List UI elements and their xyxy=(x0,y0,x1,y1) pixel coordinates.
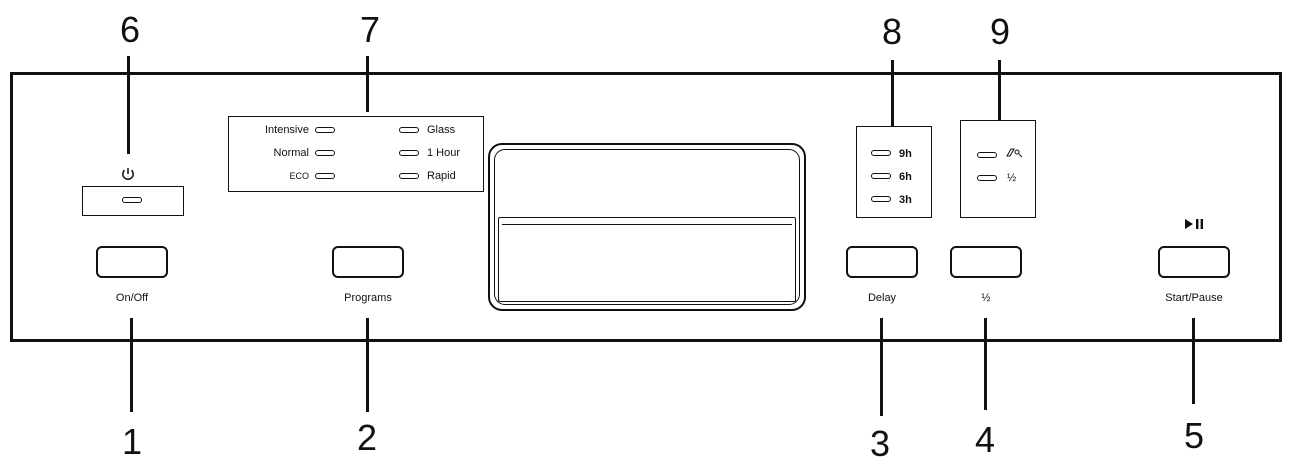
led-delay-6h xyxy=(871,173,891,179)
start-pause-button-label: Start/Pause xyxy=(1165,292,1223,304)
power-indicator-box xyxy=(82,186,184,216)
leader-1 xyxy=(130,318,133,412)
callout-4: 4 xyxy=(974,419,996,460)
leader-9 xyxy=(998,60,1001,120)
callout-2: 2 xyxy=(356,417,378,458)
led-rapid xyxy=(399,173,419,179)
led-intensive xyxy=(315,127,335,133)
callout-8: 8 xyxy=(881,11,903,52)
program-label-rapid: Rapid xyxy=(427,170,456,182)
program-label-normal: Normal xyxy=(273,147,309,159)
door-handle-inner xyxy=(494,149,800,305)
leader-8 xyxy=(891,60,894,126)
program-label-glass: Glass xyxy=(427,124,456,136)
half-load-label: ½ xyxy=(1007,172,1017,184)
callout-1: 1 xyxy=(121,421,143,462)
power-icon xyxy=(120,166,136,182)
callout-6: 6 xyxy=(119,9,141,50)
callout-7: 7 xyxy=(359,9,381,50)
leader-3 xyxy=(880,318,883,416)
programs-button[interactable] xyxy=(332,246,404,278)
delay-label-6h: 6h xyxy=(899,171,912,183)
half-load-button[interactable] xyxy=(950,246,1022,278)
leader-6 xyxy=(127,56,130,154)
delay-button-label: Delay xyxy=(867,292,897,304)
led-delay-9h xyxy=(871,150,891,156)
delay-label-3h: 3h xyxy=(899,194,912,206)
handle-grip xyxy=(498,217,796,302)
tablet-icon xyxy=(1005,146,1023,160)
function-indicator-box: ½ xyxy=(960,120,1036,218)
program-label-intensive: Intensive xyxy=(264,124,309,136)
leader-2 xyxy=(366,318,369,412)
led-1hour xyxy=(399,150,419,156)
led-glass xyxy=(399,127,419,133)
half-load-button-label: ½ xyxy=(981,292,991,304)
led-eco xyxy=(315,173,335,179)
callout-3: 3 xyxy=(869,423,891,464)
onoff-button-label: On/Off xyxy=(115,292,149,304)
play-pause-icon xyxy=(1183,217,1207,231)
callout-9: 9 xyxy=(989,11,1011,52)
control-panel xyxy=(10,72,1282,342)
delay-button[interactable] xyxy=(846,246,918,278)
delay-label-9h: 9h xyxy=(899,148,912,160)
onoff-button[interactable] xyxy=(96,246,168,278)
leader-5 xyxy=(1192,318,1195,404)
delay-indicator-box: 9h 6h 3h xyxy=(856,126,932,218)
led-half-load xyxy=(977,175,997,181)
program-label-eco: ECO xyxy=(289,171,309,181)
led-tablet xyxy=(977,152,997,158)
programs-indicator-box: Intensive Glass Normal 1 Hour ECO Rapid xyxy=(228,116,484,192)
led-delay-3h xyxy=(871,196,891,202)
program-label-1hour: 1 Hour xyxy=(427,147,461,159)
programs-button-label: Programs xyxy=(344,292,392,304)
power-led xyxy=(122,197,142,203)
leader-7 xyxy=(366,56,369,112)
start-pause-button[interactable] xyxy=(1158,246,1230,278)
leader-4 xyxy=(984,318,987,410)
led-normal xyxy=(315,150,335,156)
door-handle xyxy=(488,143,806,311)
callout-5: 5 xyxy=(1183,415,1205,456)
